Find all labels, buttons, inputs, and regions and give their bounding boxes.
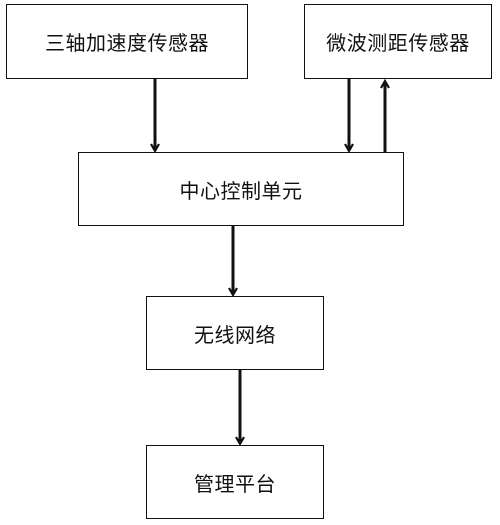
microwave-ranging-sensor-box: 微波测距传感器 [304, 4, 492, 79]
accelerometer-sensor-label: 三轴加速度传感器 [45, 31, 209, 55]
accelerometer-sensor-box: 三轴加速度传感器 [6, 4, 248, 79]
management-platform-box: 管理平台 [146, 445, 324, 519]
microwave-ranging-sensor-label: 微波测距传感器 [326, 31, 470, 55]
wireless-network-label: 无线网络 [194, 322, 276, 347]
central-control-unit-box: 中心控制单元 [78, 152, 404, 226]
central-control-unit-label: 中心控制单元 [179, 178, 303, 203]
wireless-network-box: 无线网络 [146, 296, 324, 370]
management-platform-label: 管理平台 [194, 471, 276, 496]
